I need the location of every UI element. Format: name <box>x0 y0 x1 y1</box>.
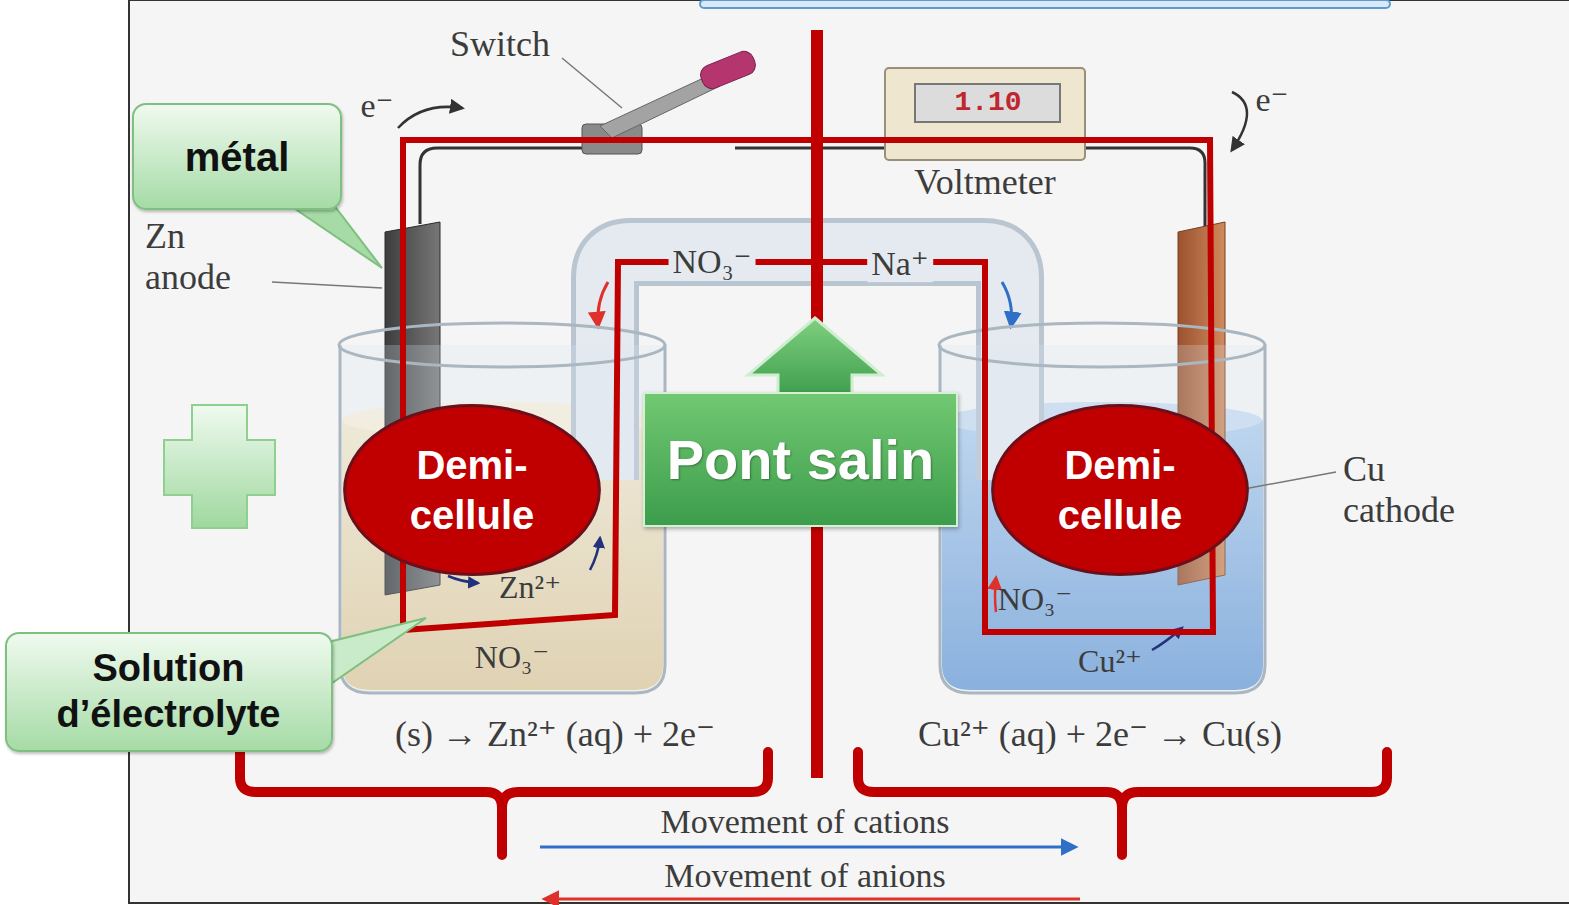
electron-arrow <box>1232 92 1247 150</box>
picture-frame <box>129 0 1569 903</box>
voltmeter-body <box>885 68 1085 160</box>
half-cell-ellipse: Demi-cellule <box>990 402 1250 578</box>
ion-label: Cu²⁺ <box>1078 645 1142 679</box>
electron-label: e⁻ <box>360 88 393 124</box>
wire <box>420 148 590 224</box>
half-reaction: (s) → Zn²⁺ (aq) + 2e⁻ <box>395 716 715 754</box>
ion-label: NO₃⁻ <box>669 244 756 280</box>
callout-box: Pont salin <box>643 392 958 527</box>
ion-arrow <box>448 576 478 583</box>
part-label: Cu cathode <box>1343 449 1493 532</box>
text-block: métal <box>185 133 290 181</box>
switch-handle <box>698 48 759 91</box>
node-text: Solution d’électrolyte <box>19 646 319 737</box>
caption-text: Movement of anions <box>664 858 945 894</box>
half-cell-ellipse: Demi-cellule <box>342 402 602 578</box>
ellipse-outline <box>990 402 1250 578</box>
node-text: Pont salin <box>667 427 935 492</box>
ion-label: NO₃⁻ <box>475 641 549 675</box>
voltmeter-display <box>915 84 1060 122</box>
leader-line <box>562 58 622 108</box>
text-block: Demi-cellule <box>392 440 552 540</box>
callout-box: Solution d’électrolyte <box>5 632 333 752</box>
ion-arrow <box>995 578 996 612</box>
part-label: Switch <box>450 26 550 64</box>
callout-arrow <box>748 318 882 398</box>
node-text: métal <box>185 133 290 181</box>
cation-flow-arrow <box>1002 282 1012 326</box>
copper-beaker <box>940 345 1265 693</box>
leader-line <box>272 282 382 288</box>
node-text: Demi-cellule <box>392 440 552 540</box>
half-reaction: Cu²⁺ (aq) + 2e⁻ → Cu(s) <box>918 716 1282 754</box>
ellipse-outline <box>342 402 602 578</box>
electron-arrow <box>398 107 462 128</box>
part-label: Zn anode <box>145 216 265 299</box>
caption-text: Movement of cations <box>661 804 950 840</box>
text-block: Demi-cellule <box>1040 440 1200 540</box>
anion-flow-arrow <box>598 282 608 326</box>
anion-movement-arrow <box>545 898 1080 901</box>
part-label: Voltmeter <box>914 164 1055 202</box>
ion-label: Zn²⁺ <box>499 571 561 605</box>
node-text: Demi-cellule <box>1040 440 1200 540</box>
text-block: Solution d’électrolyte <box>19 646 319 737</box>
text-block: Pont salin <box>667 427 935 492</box>
meter-reading: 1.10 <box>954 88 1021 117</box>
ellipse-shape <box>345 406 600 575</box>
ion-label: Na⁺ <box>867 246 933 282</box>
slide-header-edge <box>700 0 1390 8</box>
callout-box: métal <box>132 103 342 210</box>
ion-label: NO₃⁻ <box>998 583 1072 617</box>
cation-movement-arrow <box>540 846 1075 849</box>
plus-sign <box>164 405 275 528</box>
ion-arrow <box>590 538 600 570</box>
ellipse-shape <box>993 406 1248 575</box>
switch-lever <box>600 74 720 138</box>
callout-pointer <box>282 200 382 268</box>
electron-label: e⁻ <box>1255 82 1288 118</box>
